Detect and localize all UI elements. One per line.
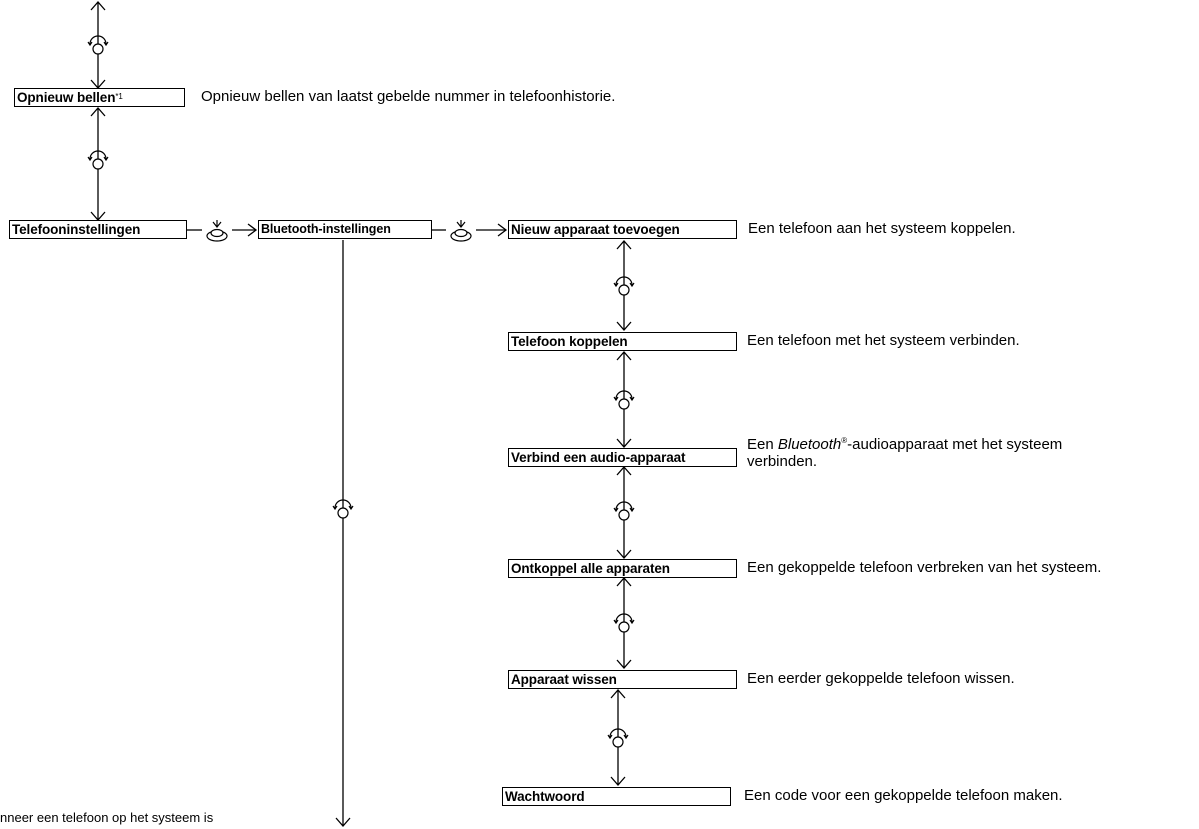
menu-item-phone-settings[interactable]: Telefooninstellingen [9, 220, 187, 239]
menu-item-label: Verbind een audio-apparaat [511, 450, 686, 465]
connect-audio-description: Een Bluetooth®-audioapparaat met het sys… [747, 432, 1062, 470]
rotate-knob-icon [613, 390, 635, 410]
rotate-knob-icon [332, 499, 354, 519]
footer-note: nneer een telefoon op het systeem is [0, 810, 214, 825]
menu-item-label: Telefooninstellingen [12, 222, 141, 237]
menu-item-add-device[interactable]: Nieuw apparaat toevoegen [508, 220, 737, 239]
menu-item-connect-audio[interactable]: Verbind een audio-apparaat [508, 448, 737, 467]
rotate-knob-icon [613, 613, 635, 633]
menu-item-label: Wachtwoord [505, 789, 585, 804]
menu-item-bluetooth-settings[interactable]: Bluetooth-instellingen [258, 220, 432, 239]
connect-audio-description-line1: Een Bluetooth®-audioapparaat met het sys… [747, 436, 1063, 453]
menu-item-label: Nieuw apparaat toevoegen [511, 222, 680, 237]
press-knob-icon [450, 220, 472, 242]
connect-phone-description: Een telefoon met het systeem verbinden. [747, 332, 1020, 349]
rotate-knob-icon [87, 35, 109, 55]
menu-item-label: Apparaat wissen [511, 672, 617, 687]
redial-description: Opnieuw bellen van laatst gebelde nummer… [201, 88, 616, 105]
rotate-knob-icon [613, 276, 635, 296]
menu-item-label: Bluetooth-instellingen [261, 222, 391, 236]
menu-item-label: Ontkoppel alle apparaten [511, 561, 670, 576]
passcode-description: Een code voor een gekoppelde telefoon ma… [744, 787, 1063, 804]
add-device-description: Een telefoon aan het systeem koppelen. [748, 220, 1016, 237]
delete-device-description: Een eerder gekoppelde telefoon wissen. [747, 670, 1015, 687]
menu-item-label: Telefoon koppelen [511, 334, 628, 349]
connect-audio-description-line2: verbinden. [747, 453, 818, 470]
menu-item-disconnect-all[interactable]: Ontkoppel alle apparaten [508, 559, 737, 578]
menu-item-label: Opnieuw bellen [17, 90, 116, 105]
rotate-knob-icon [613, 501, 635, 521]
menu-item-passcode[interactable]: Wachtwoord [502, 787, 731, 806]
disconnect-all-description: Een gekoppelde telefoon verbreken van he… [747, 559, 1102, 576]
menu-item-connect-phone[interactable]: Telefoon koppelen [508, 332, 737, 351]
menu-item-delete-device[interactable]: Apparaat wissen [508, 670, 737, 689]
press-knob-icon [206, 220, 228, 242]
rotate-knob-icon [607, 728, 629, 748]
footnote-marker: *1 [115, 92, 123, 101]
rotate-knob-icon [87, 150, 109, 170]
menu-item-redial[interactable]: Opnieuw bellen*1 [14, 88, 185, 107]
